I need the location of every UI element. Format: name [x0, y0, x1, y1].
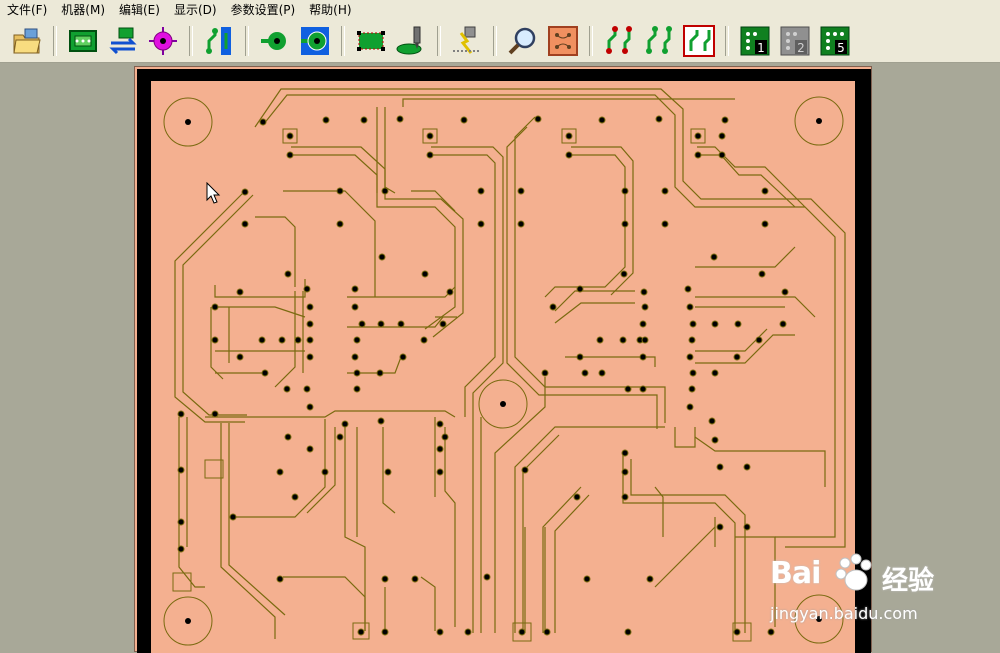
mill-cut-icon: [396, 26, 422, 55]
toolbar-separator: [341, 26, 345, 56]
menu-settings[interactable]: 参数设置(P): [230, 3, 296, 17]
toolbar: 1 2 5: [0, 20, 1000, 63]
board-view-icon: [548, 26, 578, 56]
drill-hole-icon: [261, 32, 286, 50]
square-pads: [172, 128, 752, 642]
step-1-button[interactable]: 1: [738, 25, 772, 57]
step-1-label: 1: [757, 41, 765, 55]
zoom-icon: [508, 27, 536, 55]
menu-display[interactable]: 显示(D): [173, 3, 217, 17]
menu-machine[interactable]: 机器(M): [61, 3, 105, 17]
menu-help[interactable]: 帮助(H): [309, 3, 352, 17]
baidu-paw-icon: [835, 553, 872, 591]
step-5-icon: 5: [820, 26, 850, 56]
pad-target-icon: [149, 27, 177, 55]
toolbar-separator: [245, 26, 249, 56]
workspace[interactable]: [0, 63, 1000, 653]
laser-icon: [453, 26, 481, 54]
open-file-button[interactable]: [10, 25, 44, 57]
swap-arrows-icon: [109, 27, 137, 55]
isolate-pad-icon: [301, 27, 329, 55]
mouse-cursor-icon: [206, 182, 221, 204]
layer-bottom-icon: [646, 26, 672, 54]
isolate-pad-button[interactable]: [298, 25, 332, 57]
copper-traces: [174, 88, 846, 639]
toolbar-separator: [53, 26, 57, 56]
mounting-holes: [163, 96, 844, 646]
watermark-url: jingyan.baidu.com: [770, 604, 918, 623]
swap-button[interactable]: [106, 25, 140, 57]
trace-route-button[interactable]: [202, 25, 236, 57]
watermark-brand-cn: 经验: [882, 566, 935, 596]
mill-cut-button[interactable]: [394, 25, 428, 57]
step-5-label: 5: [837, 41, 845, 55]
toolbar-separator: [437, 26, 441, 56]
pcb-board-button[interactable]: [66, 25, 100, 57]
layer-both-icon: [683, 25, 715, 57]
step-2-icon: 2: [780, 26, 810, 56]
toolbar-separator: [189, 26, 193, 56]
pcb-board-icon: [69, 30, 97, 52]
board-outline-button[interactable]: [354, 25, 388, 57]
watermark: Bai 经验 jingyan.baidu.com: [770, 548, 950, 638]
menu-edit[interactable]: 编辑(E): [119, 3, 160, 17]
menu-bar: 文件(F) 机器(M) 编辑(E) 显示(D) 参数设置(P) 帮助(H): [0, 0, 1000, 21]
board-outline-icon: [357, 31, 385, 51]
drill-hole-button[interactable]: [258, 25, 292, 57]
drill-holes: [177, 115, 789, 636]
pcb-canvas[interactable]: [135, 67, 873, 653]
step-2-button[interactable]: 2: [778, 25, 812, 57]
layer-both-button[interactable]: [682, 25, 716, 57]
pcb-board[interactable]: [134, 66, 873, 653]
layer-bottom-button[interactable]: [642, 25, 676, 57]
laser-button[interactable]: [450, 25, 484, 57]
step-5-button[interactable]: 5: [818, 25, 852, 57]
toolbar-separator: [725, 26, 729, 56]
zoom-button[interactable]: [506, 25, 540, 57]
toolbar-separator: [493, 26, 497, 56]
step-1-icon: 1: [740, 26, 770, 56]
layer-top-icon: [606, 26, 632, 54]
board-view-button[interactable]: [546, 25, 580, 57]
watermark-brand: Bai: [770, 556, 821, 591]
mounting-hole-centers: [185, 118, 822, 624]
open-folder-icon: [13, 28, 41, 54]
step-2-label: 2: [797, 41, 805, 55]
menu-file[interactable]: 文件(F): [7, 3, 48, 17]
toolbar-separator: [589, 26, 593, 56]
trace-route-icon: [206, 27, 231, 55]
pad-button[interactable]: [146, 25, 180, 57]
layer-top-button[interactable]: [602, 25, 636, 57]
